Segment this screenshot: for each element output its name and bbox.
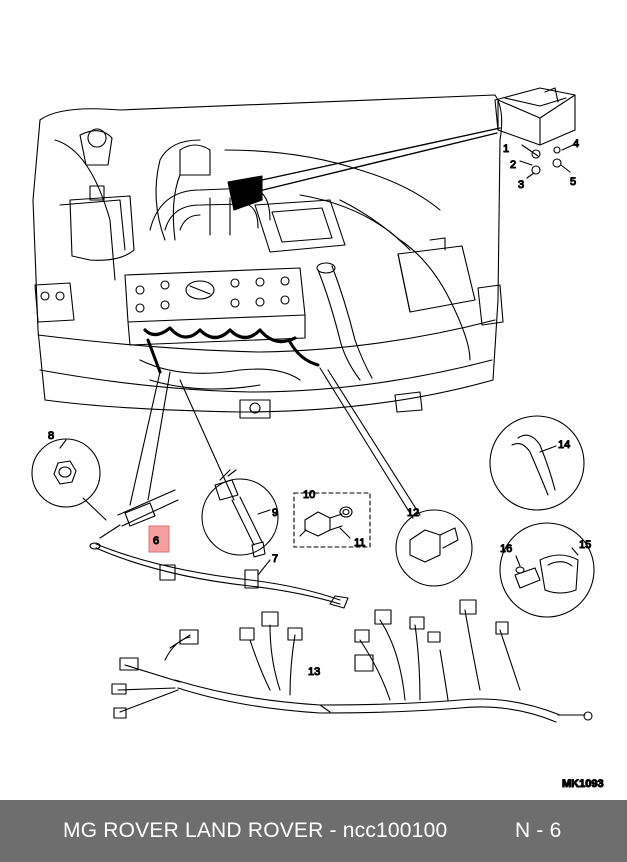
wiring-harness-13 — [111, 599, 593, 723]
callout-14: 14 — [558, 439, 570, 451]
sensor-6 — [99, 371, 179, 539]
shaded-part — [227, 175, 263, 211]
callout-15: 15 — [579, 539, 591, 551]
switch-10-detail — [293, 492, 371, 548]
callout-3: 3 — [518, 179, 524, 191]
callout-8: 8 — [48, 430, 54, 442]
callout-5: 5 — [570, 176, 576, 188]
callout-13: 13 — [308, 666, 320, 678]
callout-9: 9 — [272, 507, 278, 519]
sender-9-detail — [179, 379, 279, 558]
callout-4: 4 — [573, 138, 579, 150]
callout-6: 6 — [153, 535, 159, 547]
callout-2: 2 — [510, 159, 516, 171]
callout-16: 16 — [500, 543, 512, 555]
page-number: N - 6 — [515, 819, 562, 842]
parts-diagram: 1 2 3 4 5 8 6 7 9 — [31, 87, 604, 791]
lead-7 — [89, 542, 349, 609]
clip-14-detail — [489, 415, 585, 511]
callout-12: 12 — [407, 507, 419, 519]
nut-detail — [31, 438, 107, 521]
callout-1: 1 — [503, 143, 509, 155]
ecu-module — [261, 87, 576, 191]
engine-block — [124, 139, 471, 390]
engine-bay — [32, 94, 504, 419]
bracket-15-detail — [499, 522, 595, 618]
footer-title: MG ROVER LAND ROVER - ncc100100 — [63, 819, 448, 842]
footer-bar: MG ROVER LAND ROVER - ncc100100 N - 6 — [0, 800, 627, 862]
reference-code: MK1093 — [562, 778, 604, 790]
callout-11: 11 — [354, 537, 365, 549]
callout-6-highlight — [148, 525, 170, 553]
callout-10: 10 — [303, 489, 315, 501]
callout-7: 7 — [272, 553, 278, 565]
switch-12-detail — [319, 367, 473, 587]
